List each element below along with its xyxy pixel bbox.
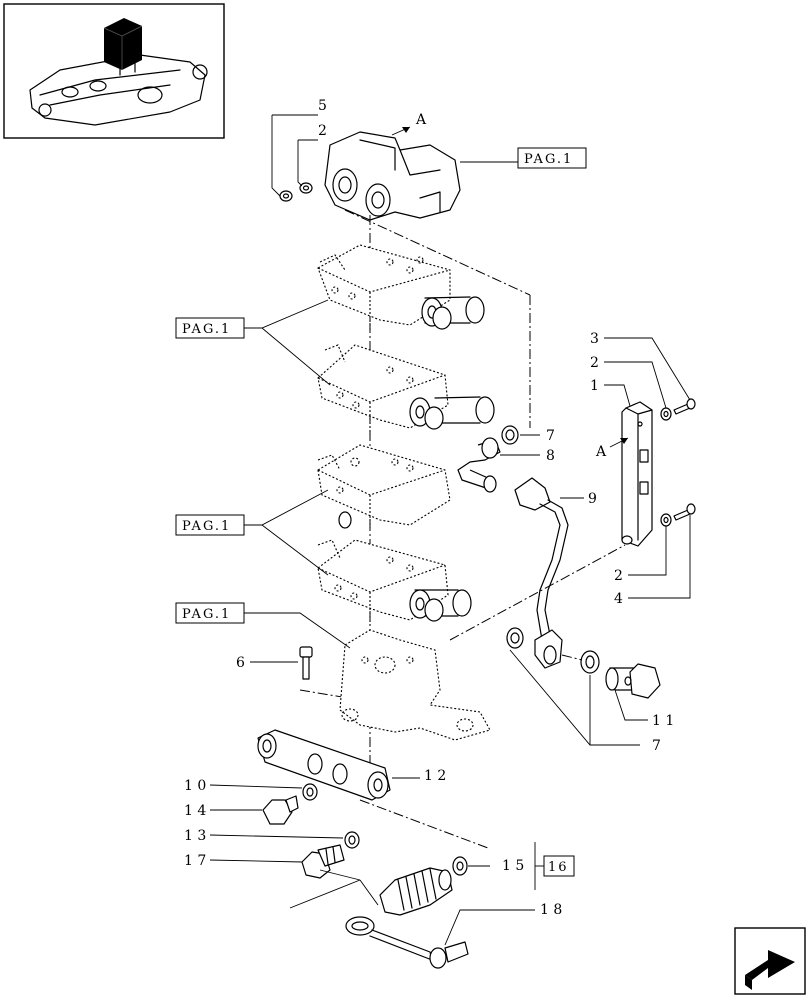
callout-11: 1 1 [652, 713, 674, 729]
elbow-fitting-8 [457, 437, 501, 493]
valve-section-3 [317, 444, 451, 529]
ref-box-pag-middle[interactable]: PAG.1 [175, 514, 245, 536]
tractor-rear-housing-thumbnail-icon [29, 18, 208, 126]
valve-spool-2 [409, 396, 495, 430]
callout-7-bottom: 7 [652, 738, 661, 754]
screw-4 [673, 503, 696, 521]
callout-5: 5 [318, 98, 327, 114]
valve-section-2 [317, 344, 495, 435]
screw-3 [673, 398, 696, 415]
valve-spool-1 [421, 296, 485, 330]
seal-7-top [501, 425, 519, 445]
view-arrow-right: A [595, 437, 629, 460]
callout-1: 1 [590, 378, 599, 394]
seal-7-left [506, 627, 524, 649]
svg-text:PAG.1: PAG.1 [182, 322, 231, 337]
view-marker-a-right: A [595, 444, 607, 460]
svg-text:PAG.1: PAG.1 [524, 152, 573, 167]
callout-10: 1 0 [184, 778, 206, 794]
callout-8: 8 [546, 448, 555, 464]
callout-6: 6 [236, 655, 245, 671]
callout-18: 1 8 [540, 902, 562, 918]
valve-top-cover [324, 131, 461, 221]
next-page-arrow-icon[interactable] [734, 927, 806, 995]
fitting-17 [301, 844, 345, 879]
callout-2-right-bottom: 2 [614, 568, 623, 584]
callout-14: 1 4 [184, 803, 206, 819]
callout-3: 3 [590, 331, 599, 347]
ref-box-pag-lower[interactable]: PAG.1 [175, 602, 245, 624]
view-arrow-top: A [391, 112, 427, 136]
release-lever-18 [345, 916, 469, 969]
svg-text:16: 16 [548, 860, 569, 875]
callout-17: 1 7 [184, 853, 206, 869]
link-arm-12 [257, 729, 391, 801]
seal-5-top [279, 190, 293, 202]
washer-13 [344, 831, 360, 849]
callout-15: 1 5 [502, 858, 524, 874]
plug-14 [262, 795, 299, 825]
quick-coupler-body [379, 867, 453, 916]
washer-2-right-top [660, 407, 672, 421]
svg-text:PAG.1: PAG.1 [182, 519, 231, 534]
washer-10 [302, 783, 318, 801]
svg-text:PAG.1: PAG.1 [182, 607, 231, 622]
seal-15 [452, 856, 468, 876]
valve-section-1 [317, 244, 485, 330]
callout-2-right-top: 2 [590, 355, 599, 371]
valve-section-4 [317, 539, 472, 625]
callout-9: 9 [588, 491, 597, 507]
callout-4: 4 [614, 591, 623, 607]
seal-7-right [580, 650, 600, 674]
washer-2-right-bottom [660, 513, 672, 527]
banjo-bolt-11 [605, 663, 661, 699]
washer-2-top [299, 182, 313, 194]
callout-12: 1 2 [424, 768, 446, 784]
bolt-6 [299, 646, 313, 680]
valve-spool-4 [409, 589, 472, 622]
view-marker-a-top: A [415, 112, 427, 128]
pipe-9 [514, 477, 569, 669]
callout-7-top: 7 [546, 428, 555, 444]
bracket-1 [621, 401, 653, 547]
overview-thumbnail [3, 3, 225, 139]
valve-end-cover [339, 629, 491, 741]
callout-2-top: 2 [318, 123, 327, 139]
ref-box-pag-upper[interactable]: PAG.1 [175, 317, 245, 339]
callout-13: 1 3 [184, 828, 206, 844]
ref-box-kit-16[interactable]: 16 [543, 855, 575, 877]
ref-box-pag-top[interactable]: PAG.1 [517, 147, 587, 169]
